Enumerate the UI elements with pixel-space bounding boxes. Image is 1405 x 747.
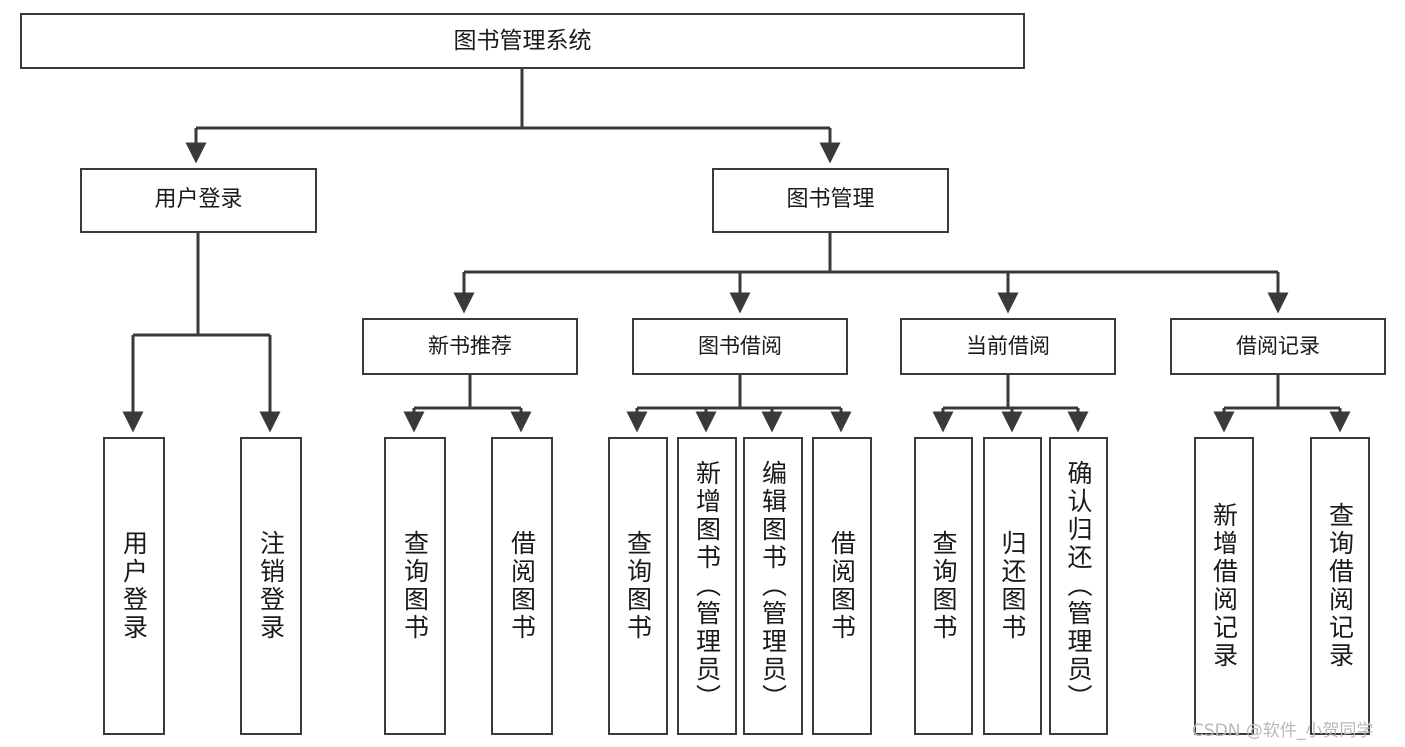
node-leaf-add-record[interactable]: 新增借阅记录 <box>1194 437 1254 735</box>
node-leaf-query-book-3[interactable]: 查询图书 <box>914 437 973 735</box>
node-book-manage-label: 图书管理 <box>786 187 875 213</box>
node-user-login-label: 用户登录 <box>154 187 243 213</box>
node-leaf-borrow-book-2-label: 借阅图书 <box>827 530 857 642</box>
node-root-label: 图书管理系统 <box>453 27 592 54</box>
node-leaf-borrow-book-2[interactable]: 借阅图书 <box>812 437 872 735</box>
node-leaf-query-book-1[interactable]: 查询图书 <box>384 437 446 735</box>
node-leaf-logout-label: 注销登录 <box>256 530 286 642</box>
node-leaf-confirm-return[interactable]: 确认归还（管理员） <box>1049 437 1108 735</box>
node-leaf-user-login-label: 用户登录 <box>119 530 149 642</box>
node-leaf-add-book[interactable]: 新增图书（管理员） <box>677 437 737 735</box>
node-leaf-confirm-return-label: 确认归还（管理员） <box>1064 460 1093 712</box>
node-leaf-borrow-book-1-label: 借阅图书 <box>507 530 537 642</box>
node-leaf-return-book[interactable]: 归还图书 <box>983 437 1042 735</box>
node-leaf-query-book-2[interactable]: 查询图书 <box>608 437 668 735</box>
node-book-borrow-label: 图书借阅 <box>698 333 782 358</box>
node-leaf-query-book-1-label: 查询图书 <box>400 530 430 642</box>
node-leaf-query-record-label: 查询借阅记录 <box>1325 502 1355 670</box>
node-borrow-record-label: 借阅记录 <box>1236 333 1320 358</box>
node-leaf-add-record-label: 新增借阅记录 <box>1209 502 1239 670</box>
node-current-borrow-label: 当前借阅 <box>966 333 1050 358</box>
node-current-borrow[interactable]: 当前借阅 <box>900 318 1116 375</box>
node-leaf-return-book-label: 归还图书 <box>998 530 1027 642</box>
node-new-book-recommend[interactable]: 新书推荐 <box>362 318 578 375</box>
node-leaf-user-login[interactable]: 用户登录 <box>103 437 165 735</box>
node-leaf-query-book-2-label: 查询图书 <box>623 530 653 642</box>
node-leaf-borrow-book-1[interactable]: 借阅图书 <box>491 437 553 735</box>
node-root[interactable]: 图书管理系统 <box>20 13 1025 69</box>
node-book-manage[interactable]: 图书管理 <box>712 168 949 233</box>
node-leaf-query-book-3-label: 查询图书 <box>929 530 958 642</box>
node-user-login[interactable]: 用户登录 <box>80 168 317 233</box>
node-leaf-add-book-label: 新增图书（管理员） <box>692 460 722 712</box>
node-leaf-edit-book-label: 编辑图书（管理员） <box>758 460 788 712</box>
node-new-book-recommend-label: 新书推荐 <box>428 333 512 358</box>
node-leaf-edit-book[interactable]: 编辑图书（管理员） <box>743 437 803 735</box>
node-book-borrow[interactable]: 图书借阅 <box>632 318 848 375</box>
node-leaf-logout[interactable]: 注销登录 <box>240 437 302 735</box>
node-borrow-record[interactable]: 借阅记录 <box>1170 318 1386 375</box>
node-leaf-query-record[interactable]: 查询借阅记录 <box>1310 437 1370 735</box>
